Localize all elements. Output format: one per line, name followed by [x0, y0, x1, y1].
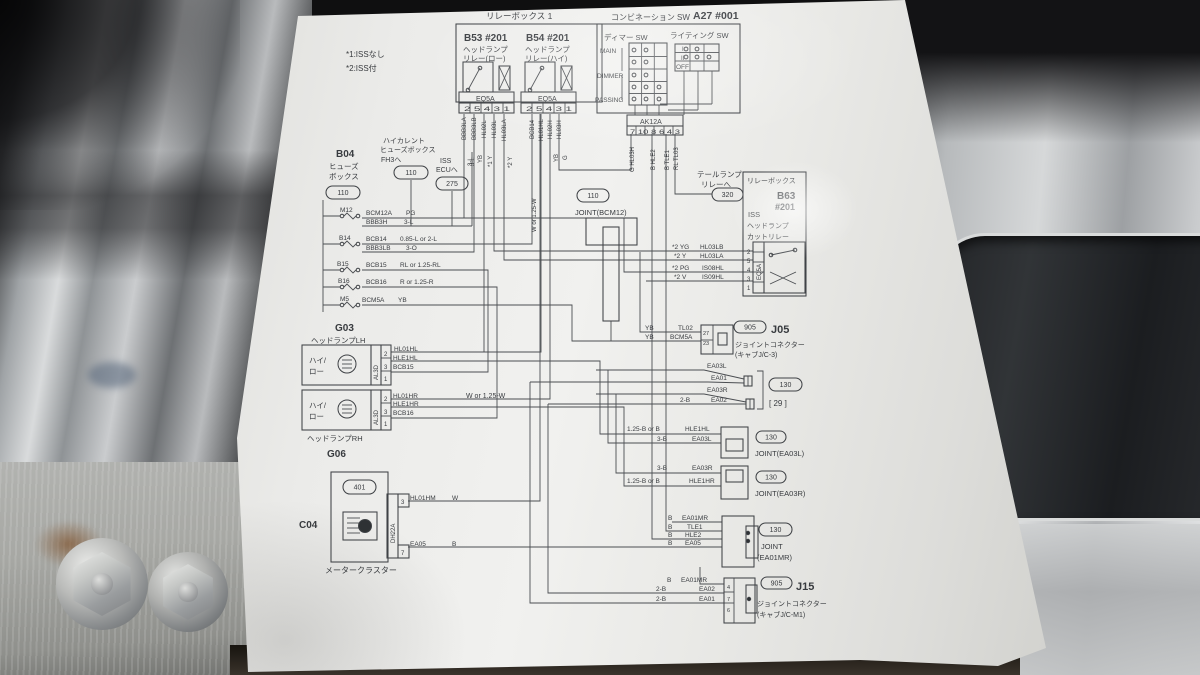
hex-bolt-center — [90, 572, 114, 596]
chrome-reflection-band — [0, 150, 312, 280]
hex-bolt — [56, 538, 148, 630]
paint-smudge — [88, 362, 136, 388]
hex-bolt-center — [178, 582, 198, 602]
shadow-corner — [893, 0, 1200, 150]
hex-bolt — [148, 552, 228, 632]
